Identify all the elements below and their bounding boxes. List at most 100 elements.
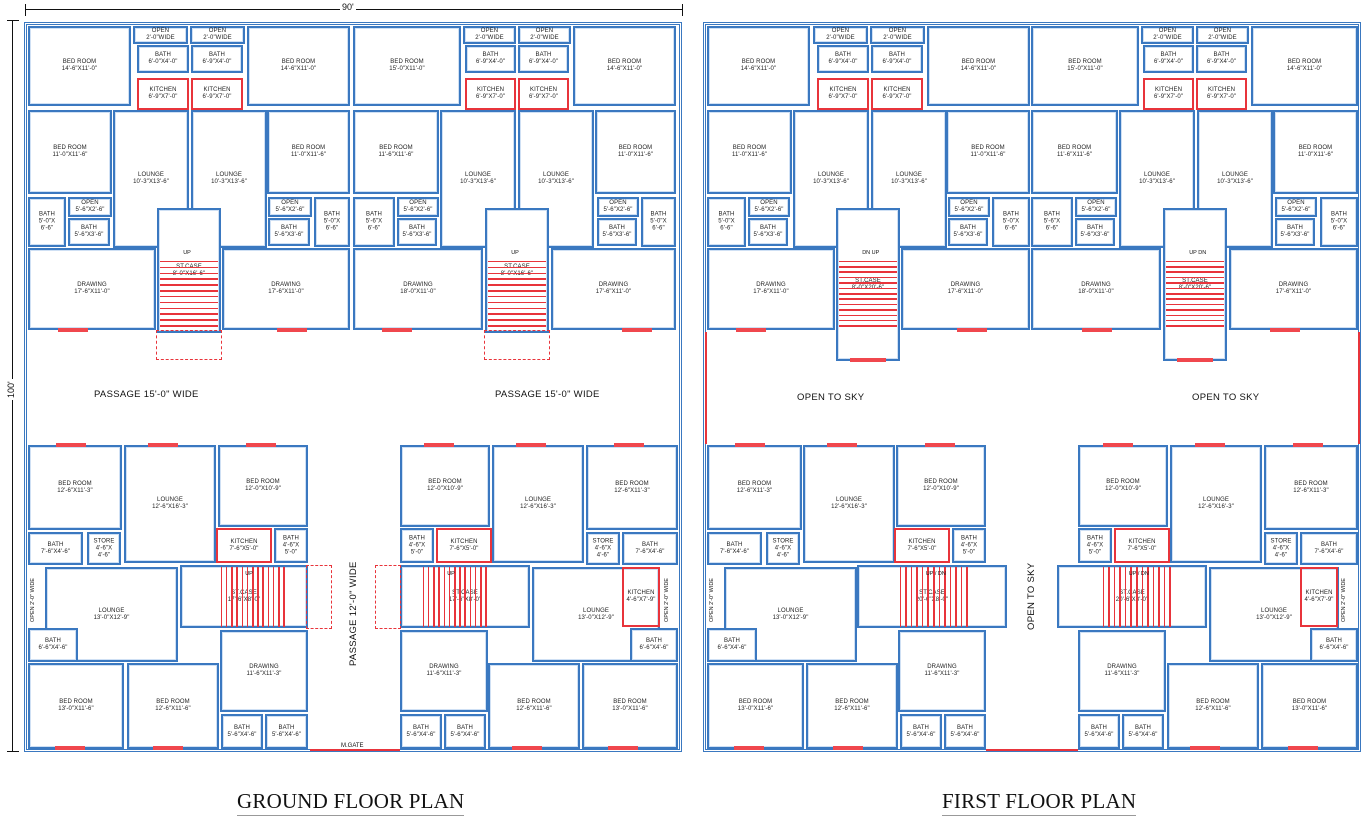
room-label: DRAWING 17'-6"X11'-0" bbox=[1275, 282, 1312, 295]
stair-tread bbox=[1152, 567, 1155, 627]
room-bath: BATH 5'-6"X4'-6" bbox=[1122, 714, 1164, 749]
room-bed-room: BED ROOM 14'-6"X11'-0" bbox=[28, 26, 131, 106]
room-bath: BATH 5'-6"X4'-6" bbox=[1078, 714, 1120, 749]
stair-tread bbox=[160, 325, 218, 327]
window-marker bbox=[246, 443, 276, 447]
stair-tread bbox=[278, 567, 280, 627]
room-label: BED ROOM 12'-6"X11'-3" bbox=[1293, 480, 1329, 494]
stair-landing-outline bbox=[375, 565, 401, 629]
room-label: KITCHEN 6'-9"X7'-0" bbox=[882, 87, 912, 100]
room-bed-room: BED ROOM 11'-6"X11'-6" bbox=[1031, 110, 1118, 194]
room-drawing: DRAWING 11'-6"X11'-3" bbox=[898, 630, 986, 712]
room-bath: BATH 5'-6"X 6'-6" bbox=[353, 197, 395, 247]
stair-tread bbox=[474, 567, 477, 627]
room-label: KITCHEN 7'-6"X5'-0" bbox=[229, 538, 259, 552]
room-open: OPEN 5'-6"X2'-6" bbox=[268, 197, 312, 217]
stair-tread bbox=[839, 293, 897, 295]
stair-tread bbox=[160, 295, 218, 298]
stair-landing-outline bbox=[484, 330, 550, 360]
room-label: BATH 6'-9"X4'-0" bbox=[1154, 52, 1183, 65]
stair-tread bbox=[910, 567, 913, 627]
room-drawing: DRAWING 17'-6"X11'-0" bbox=[551, 248, 676, 330]
stair-tread bbox=[459, 567, 461, 627]
stair-tread bbox=[160, 313, 218, 315]
room-label: BED ROOM 14'-6"X11'-0" bbox=[1286, 59, 1323, 72]
ground-passage-right-label: PASSAGE 15'-0" WIDE bbox=[495, 389, 600, 400]
room-st-case: ST.CASE 17'-6"X8'-0" bbox=[180, 565, 308, 628]
stair-direction-label: DN UP bbox=[862, 250, 880, 256]
stair-tread bbox=[1166, 260, 1224, 263]
stair-tread bbox=[1166, 325, 1224, 327]
room-bath: BATH 5'-6"X4'-6" bbox=[265, 714, 308, 749]
staircase-treads: UP bbox=[420, 567, 488, 627]
width-dimension-label: 90' bbox=[340, 2, 356, 12]
stair-direction-label: UP / DN bbox=[1128, 571, 1149, 577]
room-bed-room: BED ROOM 14'-6"X11'-0" bbox=[247, 26, 350, 106]
room-bath: BATH 7'-6"X4'-6" bbox=[707, 532, 762, 565]
room-label: LOUNGE 12'-6"X16'-3" bbox=[520, 497, 556, 510]
stair-tread bbox=[927, 567, 929, 627]
window-marker bbox=[153, 746, 183, 750]
room-bath: BATH 6'-9"X4'-0" bbox=[1143, 45, 1194, 73]
room-label: BATH 4'-6"X 5'-0" bbox=[282, 535, 300, 555]
room-bed-room: BED ROOM 12'-6"X11'-3" bbox=[586, 445, 678, 530]
room-label: LOUNGE 10'-3"X13'-6" bbox=[813, 172, 849, 185]
room-label: BATH 5'-6"X4'-6" bbox=[227, 724, 257, 738]
stair-tread bbox=[1166, 266, 1224, 268]
room-store: STORE 4'-6"X 4'-6" bbox=[87, 532, 121, 565]
room-label: LOUNGE 12'-6"X16'-3" bbox=[1198, 497, 1234, 510]
stair-tread bbox=[454, 567, 456, 627]
room-label: DRAWING 11'-6"X11'-3" bbox=[426, 664, 462, 677]
room-bath: BATH 5'-6"X4'-6" bbox=[400, 714, 442, 749]
room-bed-room: BED ROOM 13'-0"X11'-6" bbox=[582, 663, 678, 749]
stair-tread bbox=[443, 567, 446, 627]
window-marker bbox=[957, 328, 987, 332]
room-bed-room: BED ROOM 12'-0"X10'-9" bbox=[400, 445, 490, 527]
room-label: BED ROOM 15'-0"X11'-0" bbox=[1067, 59, 1103, 72]
room-bath: BATH 7'-6"X4'-6" bbox=[28, 532, 83, 565]
room-drawing: DRAWING 11'-6"X11'-3" bbox=[1078, 630, 1166, 712]
open-shaft-label: OPEN 2'-0" WIDE bbox=[30, 578, 36, 622]
stair-tread bbox=[1147, 567, 1149, 627]
room-label: DRAWING 17'-6"X11'-0" bbox=[947, 282, 984, 295]
room-label: BATH 5'-6"X4'-6" bbox=[272, 724, 301, 738]
room-kitchen: KITCHEN 6'-9"X7'-0" bbox=[1196, 78, 1247, 110]
room-drawing: DRAWING 17'-6"X11'-0" bbox=[1229, 248, 1358, 330]
room-label: BATH 5'-6"X3'-6" bbox=[274, 225, 304, 238]
room-kitchen: KITCHEN 7'-6"X5'-0" bbox=[1114, 528, 1170, 563]
room-label: BATH 5'-6"X 6'-6" bbox=[1043, 211, 1061, 232]
stair-tread bbox=[1113, 567, 1116, 627]
stair-tread bbox=[488, 278, 546, 280]
room-open: OPEN 5'-6"X2'-6" bbox=[1275, 197, 1317, 217]
staircase-treads: UP / DN bbox=[897, 567, 969, 627]
stair-direction-label: UP bbox=[245, 571, 253, 577]
open-to-sky-vertical-label: OPEN TO SKY bbox=[1026, 562, 1037, 630]
room-label: KITCHEN 6'-9"X7'-0" bbox=[828, 87, 858, 100]
room-st-case: ST.CASE 8'-0"X20'-6" bbox=[836, 208, 900, 361]
stair-direction-label: UP bbox=[511, 250, 519, 256]
stair-tread bbox=[1166, 276, 1224, 279]
stair-tread bbox=[1166, 314, 1224, 317]
room-label: BATH 5'-0"X 6'-6" bbox=[1002, 211, 1020, 232]
window-marker bbox=[1195, 443, 1225, 447]
room-label: KITCHEN 6'-9"X7'-0" bbox=[202, 87, 232, 100]
room-label: BED ROOM 12'-6"X11'-6" bbox=[834, 699, 870, 712]
stair-tread bbox=[839, 260, 897, 263]
room-bed-room: BED ROOM 12'-6"X11'-3" bbox=[28, 445, 122, 530]
room-label: BED ROOM 14'-6"X11'-0" bbox=[606, 59, 643, 72]
stair-tread bbox=[949, 567, 952, 627]
room-label: BATH 5'-0"X 6'-6" bbox=[1330, 211, 1348, 232]
room-label: DRAWING 11'-6"X11'-3" bbox=[1104, 664, 1140, 677]
window-marker bbox=[1270, 328, 1300, 332]
room-label: OPEN 2'-0"WIDE bbox=[203, 28, 232, 41]
window-marker bbox=[382, 328, 412, 332]
room-label: BATH 6'-9"X4'-0" bbox=[202, 52, 232, 65]
room-bed-room: BED ROOM 11'-6"X11'-6" bbox=[353, 110, 439, 194]
room-label: BED ROOM 11'-0"X11'-6" bbox=[618, 145, 653, 158]
room-bed-room: BED ROOM 14'-6"X11'-0" bbox=[707, 26, 810, 106]
room-label: BED ROOM 12'-0"X10'-9" bbox=[245, 479, 281, 492]
room-kitchen: KITCHEN 6'-9"X7'-0" bbox=[191, 78, 243, 110]
room-label: KITCHEN 7'-6"X5'-0" bbox=[1127, 538, 1157, 552]
room-label: OPEN 2'-0"WIDE bbox=[1153, 28, 1182, 41]
room-bath: BATH 5'-0"X 6'-6" bbox=[314, 197, 350, 247]
